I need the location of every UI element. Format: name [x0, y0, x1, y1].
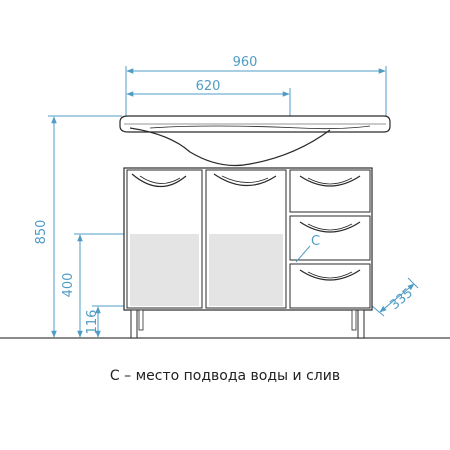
bottom-drawer: [289, 263, 371, 309]
basin-rim-curve: [149, 125, 371, 130]
connection-marker-leader: [295, 245, 311, 263]
cabinet-legs: [130, 309, 365, 339]
dimension-cabinet-height: [74, 233, 126, 338]
middle-drawer-handle: [299, 221, 361, 233]
legend-caption: С – место подвода воды и слив: [109, 368, 341, 384]
top-drawer-handle: [299, 175, 361, 187]
leg-back-left: [138, 309, 144, 331]
countertop: [119, 115, 391, 133]
depth-label: 335: [387, 286, 416, 313]
left-door-panel: [130, 234, 199, 306]
total-height-label: 850: [34, 220, 49, 245]
left-door-handle: [131, 173, 187, 188]
leg-back-right: [351, 309, 357, 331]
cabinet-height-label: 400: [61, 273, 76, 298]
basin-width-label: 620: [196, 79, 221, 94]
dimension-total-height: [48, 115, 122, 338]
dimension-depth: [371, 277, 419, 317]
connection-marker-label: C: [311, 234, 320, 249]
top-drawer: [289, 169, 371, 213]
leg-height-label: 116: [85, 310, 100, 335]
leg-front-right: [357, 309, 365, 339]
basin-bowl: [129, 127, 331, 167]
middle-drawer: [289, 215, 371, 261]
middle-door-panel: [209, 234, 283, 306]
dimension-leg-height: [92, 305, 126, 338]
bottom-drawer-handle: [299, 269, 361, 281]
overall-width-label: 960: [233, 55, 258, 70]
leg-front-left: [130, 309, 138, 339]
middle-door-handle: [213, 173, 277, 187]
